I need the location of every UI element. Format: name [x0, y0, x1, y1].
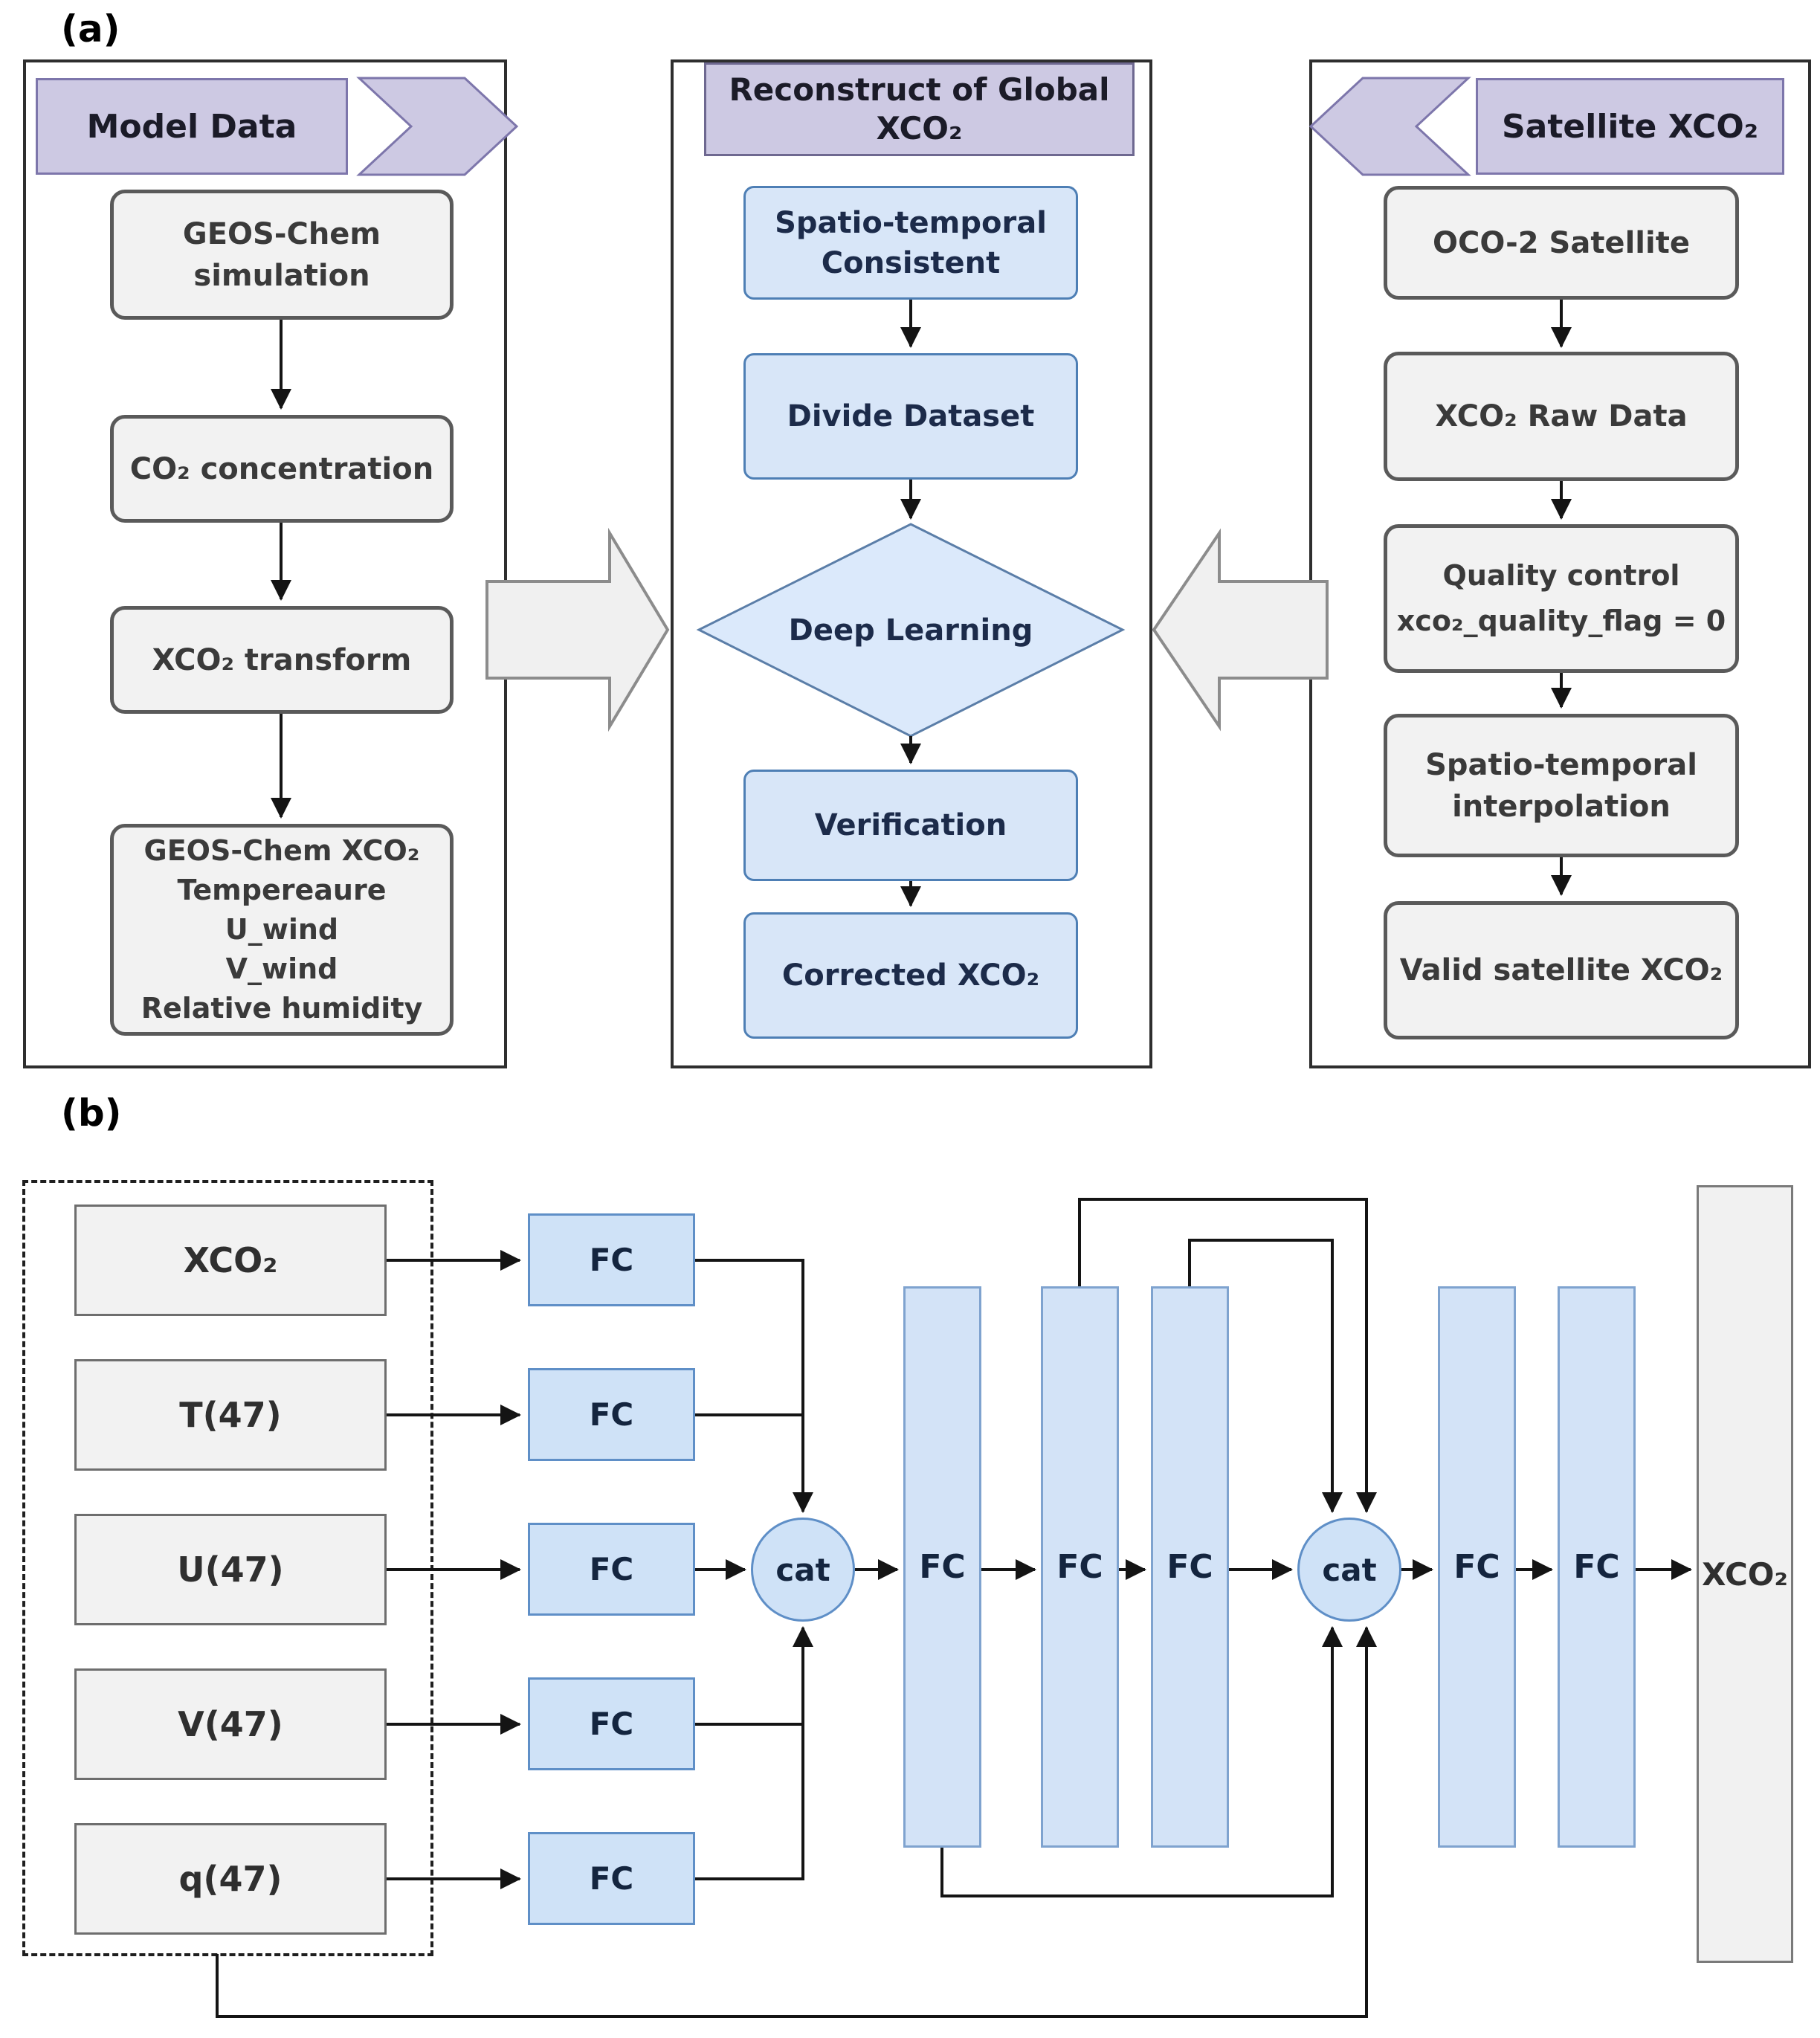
satellite-banner-chevron-icon — [1308, 77, 1471, 176]
hidden-fc-column-5: FC — [1558, 1286, 1636, 1848]
panel-a-connectors — [271, 300, 1572, 907]
verification-box: Verification — [743, 770, 1078, 881]
satellite-title: Satellite XCO₂ — [1501, 107, 1759, 146]
hidden-fc-column-4: FC — [1438, 1286, 1516, 1848]
valid-satellite-xco2-box: Valid satellite XCO₂ — [1384, 901, 1739, 1039]
divide-dataset-box: Divide Dataset — [743, 353, 1078, 480]
fc-xco2-box: FC — [528, 1213, 695, 1306]
panel-b-label: (b) — [61, 1091, 122, 1135]
hidden-fc-column-3: FC — [1151, 1286, 1229, 1848]
satellite-to-reconstruct-block-arrow — [1152, 528, 1329, 732]
xco2-raw-data-box: XCO₂ Raw Data — [1384, 352, 1739, 481]
input-v47-box: V(47) — [74, 1668, 387, 1780]
input-q47-box: q(47) — [74, 1823, 387, 1935]
panel-a-label: (a) — [61, 7, 120, 51]
concat-node-1: cat — [751, 1518, 855, 1622]
fc-t47-box: FC — [528, 1368, 695, 1461]
co2-concentration-box: CO₂ concentration — [110, 415, 454, 523]
model-to-reconstruct-block-arrow — [485, 527, 670, 732]
corrected-xco2-box: Corrected XCO₂ — [743, 912, 1078, 1039]
spatio-temporal-interpolation-box: Spatio-temporal interpolation — [1384, 714, 1739, 857]
hidden-fc-column-1: FC — [903, 1286, 981, 1848]
reconstruct-banner: Reconstruct of Global XCO₂ — [704, 62, 1135, 156]
spatio-temporal-consistent-box: Spatio-temporal Consistent — [743, 186, 1078, 300]
model-data-banner-chevron-icon — [356, 77, 519, 176]
concat-node-2: cat — [1297, 1518, 1401, 1622]
panel-b-connectors — [216, 1198, 1692, 2018]
xco2-transform-box: XCO₂ transform — [110, 606, 454, 714]
geos-chem-xco2-variables-box: GEOS-Chem XCO₂ Tempereaure U_wind V_wind… — [110, 824, 454, 1036]
input-t47-box: T(47) — [74, 1359, 387, 1471]
quality-control-box: Quality control xco₂_quality_flag = 0 — [1384, 524, 1739, 673]
deep-learning-diamond-label: Deep Learning — [788, 613, 1033, 648]
input-xco2-box: XCO₂ — [74, 1205, 387, 1316]
input-u47-box: U(47) — [74, 1514, 387, 1625]
oco2-satellite-box: OCO-2 Satellite — [1384, 186, 1739, 300]
geos-chem-simulation-box: GEOS-Chem simulation — [110, 190, 454, 320]
fc-v47-box: FC — [528, 1677, 695, 1770]
hidden-fc-column-2: FC — [1041, 1286, 1119, 1848]
output-xco2-box: XCO₂ — [1697, 1185, 1793, 1963]
fc-q47-box: FC — [528, 1832, 695, 1925]
model-data-banner: Model Data — [36, 78, 348, 175]
model-data-title: Model Data — [86, 107, 297, 146]
fc-u47-box: FC — [528, 1523, 695, 1616]
satellite-banner: Satellite XCO₂ — [1476, 78, 1784, 175]
